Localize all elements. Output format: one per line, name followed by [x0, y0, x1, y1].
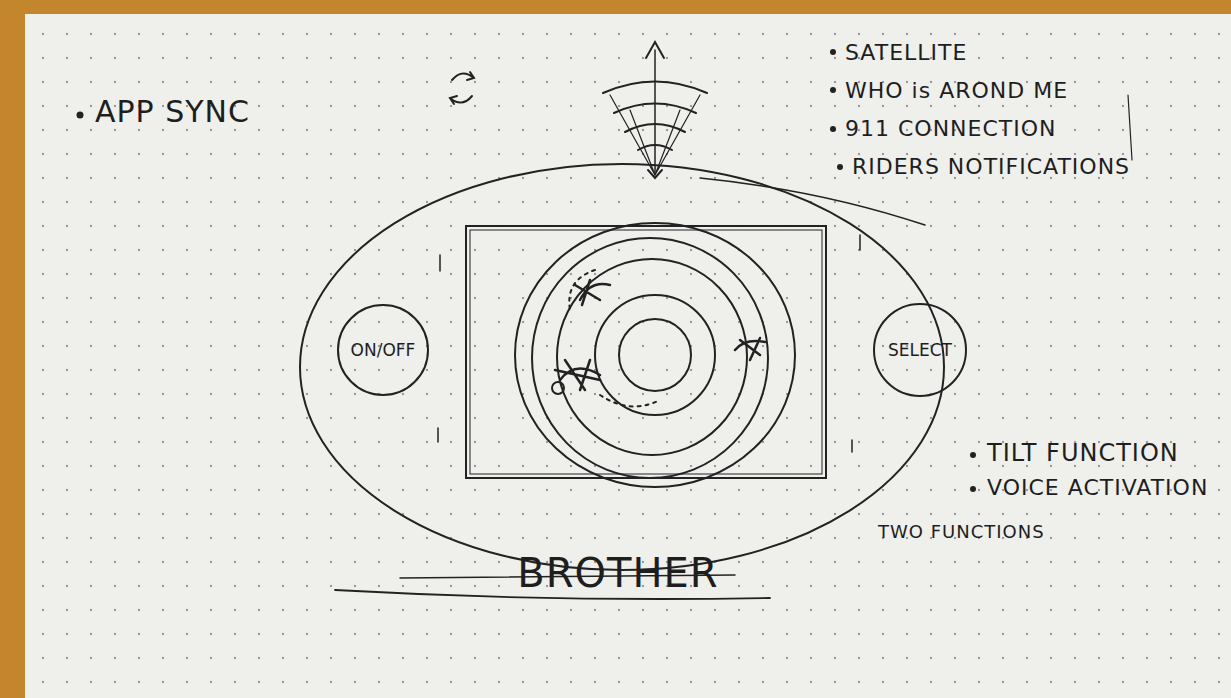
button-circle: ON/OFF — [336, 303, 430, 397]
note-text: 911 CONNECTION — [845, 116, 1057, 141]
note-text: VOICE ACTIVATION — [987, 475, 1208, 500]
note-text: WHO is AROND ME — [845, 78, 1068, 103]
screen — [466, 226, 826, 478]
button-label: SELECT — [888, 340, 952, 360]
button-circle: SELECT — [872, 302, 968, 398]
housing-outline — [300, 164, 944, 570]
button-label: ON/OFF — [351, 340, 416, 360]
note-text: TILT FUNCTION — [987, 440, 1179, 468]
note-text: RIDERS NOTIFICATIONS — [852, 154, 1130, 179]
note-text: APP SYNC — [95, 95, 250, 130]
product-name: BROTHER — [517, 550, 718, 596]
note-text: TWO FUNCTIONS — [878, 522, 1045, 543]
note-text: SATELLITE — [845, 40, 967, 65]
sync-icon — [450, 72, 474, 104]
